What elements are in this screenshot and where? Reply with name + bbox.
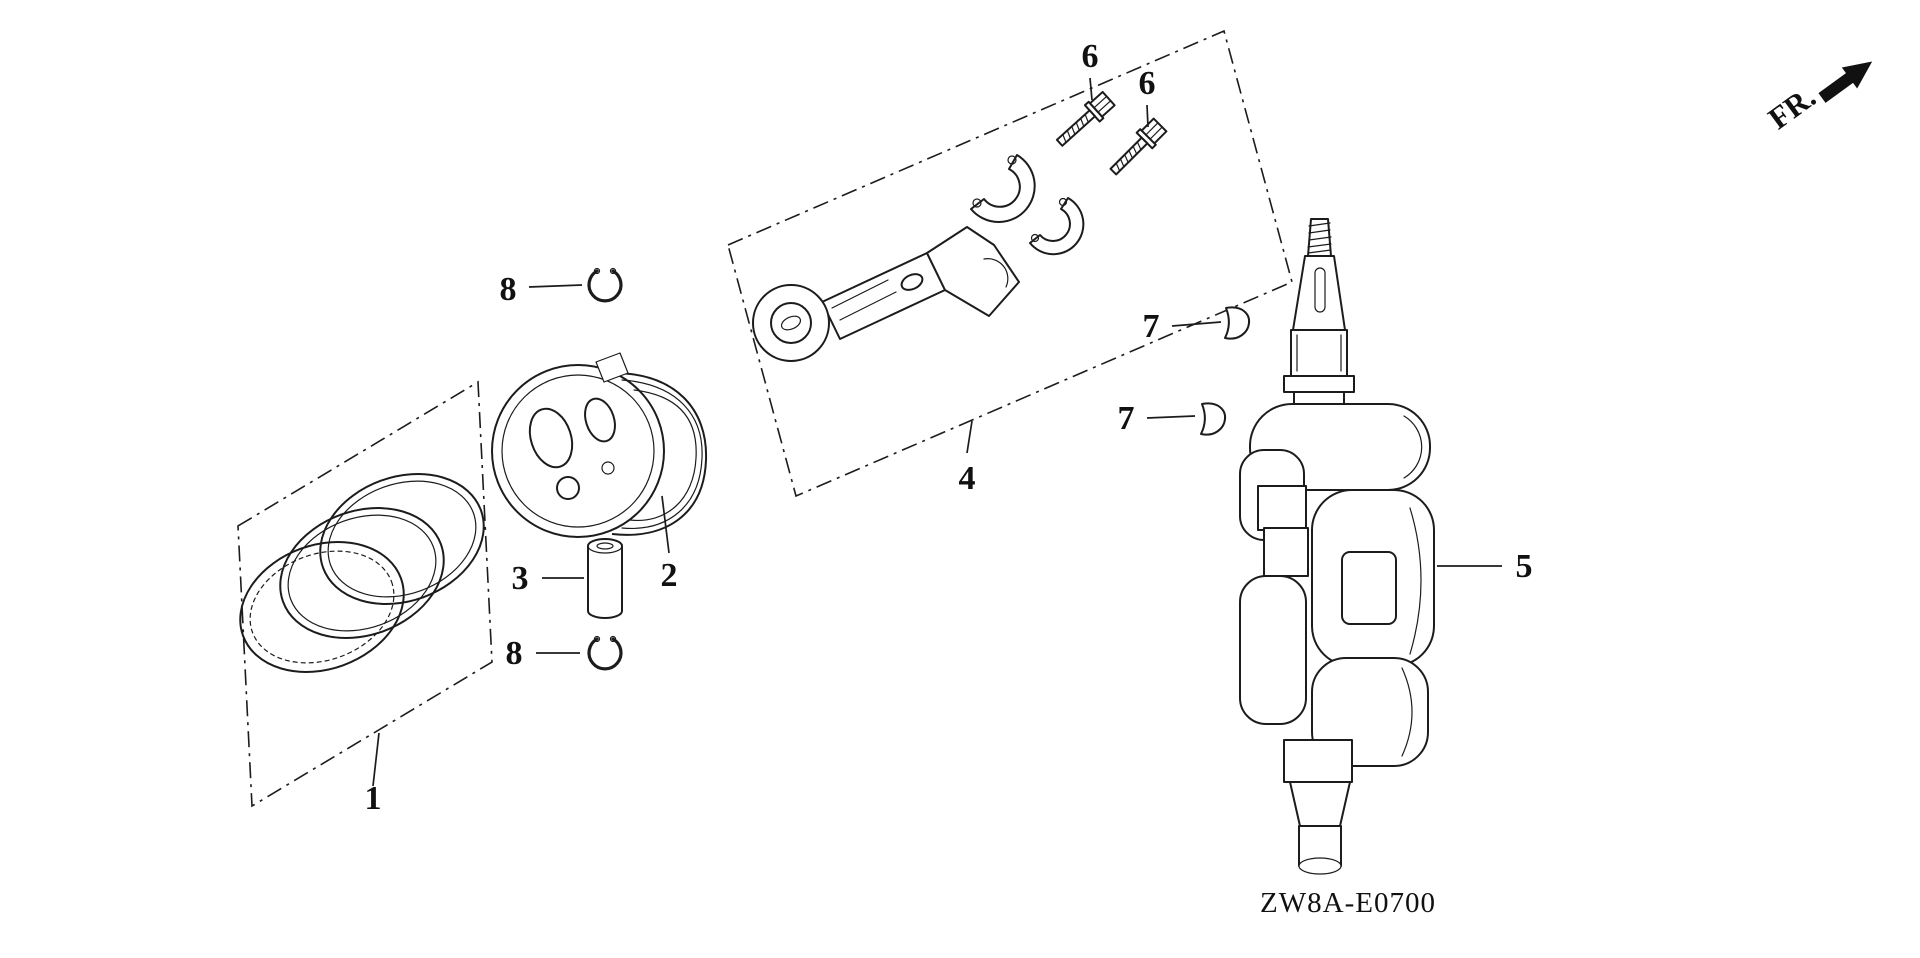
callout-ring-set-leader <box>372 732 380 787</box>
upper-journal <box>1290 329 1348 377</box>
pin-bore <box>556 476 580 500</box>
rod-small-end <box>752 284 830 362</box>
ring-groove-line <box>629 389 697 522</box>
callout-piston: 2 <box>661 557 678 594</box>
piston-pin <box>587 538 623 619</box>
callout-bolt-lower-leader <box>1146 104 1149 128</box>
callout-clip-upper-leader <box>528 284 583 288</box>
rod-bolt-upper <box>1055 90 1116 147</box>
oil-hole <box>900 273 924 291</box>
callout-piston-leader <box>661 495 670 554</box>
lower-journal <box>1283 739 1353 783</box>
rod-cap-lower <box>1029 197 1085 256</box>
oil-ring <box>239 541 405 673</box>
crank-web-lower <box>1239 575 1307 725</box>
bearing-seat <box>983 258 1009 288</box>
counterweight-window <box>1341 551 1397 625</box>
keyway <box>1314 267 1326 313</box>
connecting-rod-assembly <box>727 29 1293 498</box>
compression-ring-top <box>319 473 485 605</box>
callout-bolt-lower: 6 <box>1139 65 1156 102</box>
callout-bolt-upper-leader <box>1089 77 1093 101</box>
pin-bore-far <box>601 461 615 475</box>
bolt-shank <box>1109 136 1149 176</box>
connecting-rod-boundary <box>727 29 1293 498</box>
fr-direction: FR. <box>1762 61 1873 136</box>
bolt-hole <box>1030 233 1040 243</box>
callout-clip-lower: 8 <box>506 635 523 672</box>
collar <box>1283 375 1355 393</box>
piston-pin-clip-lower <box>587 635 623 671</box>
diagram-code: ZW8A-E0700 <box>1260 887 1436 919</box>
callout-key-lower: 7 <box>1118 400 1135 437</box>
thread-lines <box>1307 222 1332 254</box>
fr-arrow-icon <box>1818 61 1873 103</box>
bolt-threads <box>1115 141 1142 172</box>
lower-taper <box>1289 781 1351 827</box>
callout-key-upper: 7 <box>1143 308 1160 345</box>
rod-big-end-fork <box>926 226 1020 317</box>
crank-pin <box>1257 485 1307 531</box>
callout-bolt-upper: 6 <box>1082 38 1099 75</box>
bolt-hole <box>972 198 982 208</box>
compression-ring-second <box>279 507 445 639</box>
shaft-rib <box>831 279 889 309</box>
piston <box>491 352 708 538</box>
rod-cap-upper <box>970 154 1036 223</box>
ring-groove-line <box>621 379 703 529</box>
skirt-cutout <box>528 407 574 469</box>
shaft-rib <box>839 291 897 321</box>
rod-shaft <box>821 252 946 340</box>
callout-crankshaft: 5 <box>1516 548 1533 585</box>
fr-label: FR. <box>1762 79 1822 136</box>
bolt-hole <box>1058 197 1068 207</box>
bolt-threads <box>1062 113 1089 144</box>
callout-connecting-rod: 4 <box>959 460 976 497</box>
skirt-cutout <box>584 397 616 443</box>
mid-journal <box>1263 527 1309 577</box>
stub-end <box>1298 857 1342 875</box>
callout-piston-pin: 3 <box>512 560 529 597</box>
pin-boss-notch <box>595 352 629 383</box>
callout-connecting-rod-leader <box>966 420 973 454</box>
piston-ring-set <box>237 380 493 808</box>
callout-ring-set: 1 <box>365 780 382 817</box>
ring-set-boundary <box>237 380 493 808</box>
callout-key-upper-leader <box>1171 321 1222 327</box>
callout-clip-upper: 8 <box>500 271 517 308</box>
piston-pin-clip-upper <box>587 267 623 303</box>
woodruff-key-upper <box>1224 306 1251 340</box>
crankshaft <box>1239 218 1435 875</box>
piston-skirt-face <box>491 364 665 538</box>
bolt-hole <box>1007 155 1017 165</box>
woodruff-key-lower <box>1200 402 1227 436</box>
callout-key-lower-leader <box>1146 415 1196 419</box>
rod-bolt-lower <box>1109 117 1168 176</box>
bolt-shank <box>1055 109 1096 147</box>
